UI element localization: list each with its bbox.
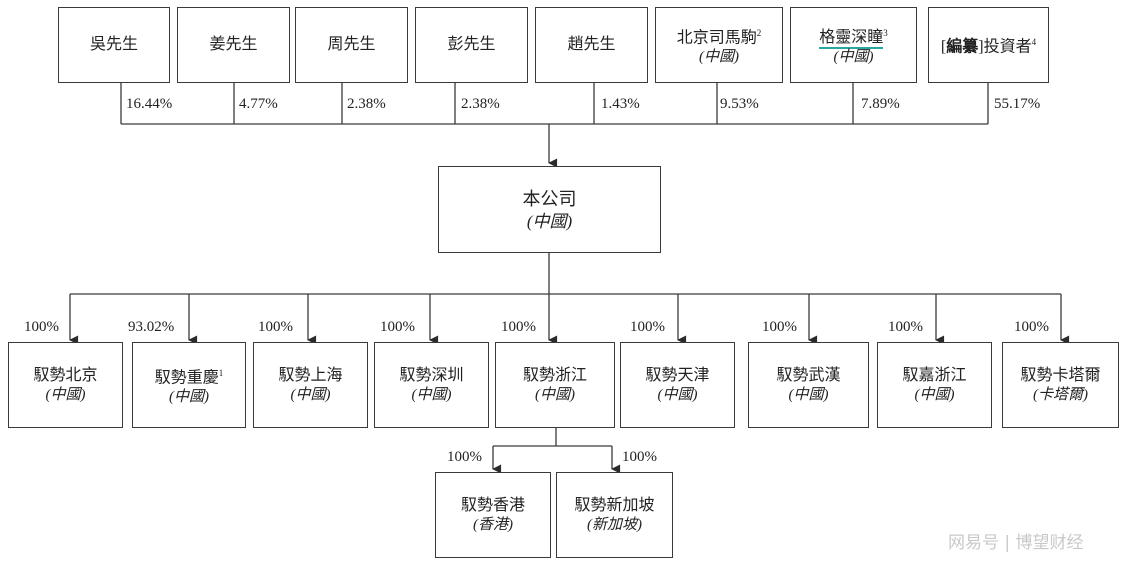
subsidiary-jurisdiction: (中國)	[411, 386, 452, 403]
subsidiary-box-chongqing: 馭勢重慶1 (中國)	[132, 342, 246, 428]
subsidiary-name: 馭嘉浙江	[902, 366, 967, 384]
subsidiary-jurisdiction: (中國)	[535, 386, 575, 403]
subsidiary-pct: 100%	[24, 319, 59, 335]
shareholding-pct: 55.17%	[994, 96, 1041, 112]
subsidiary-name: 馭勢天津	[645, 366, 710, 384]
subsidiary-pct: 100%	[762, 319, 797, 335]
subsidiary-pct: 100%	[258, 319, 293, 335]
shareholder-name: 周先生	[327, 36, 376, 53]
subsidiary-name: 馭勢卡塔爾	[1020, 366, 1101, 384]
subsidiary-box-qatar: 馭勢卡塔爾 (卡塔爾)	[1002, 342, 1119, 428]
subsidiary-box-beijing: 馭勢北京 (中國)	[8, 342, 123, 428]
shareholding-pct: 2.38%	[461, 96, 500, 112]
subsidiary-pct: 100%	[630, 319, 665, 335]
subsidiary-jurisdiction: (中國)	[788, 386, 829, 403]
shareholder-name: 格靈深瞳3	[819, 23, 888, 50]
subsidiary-pct: 100%	[380, 319, 415, 335]
sub-subsidiary-name: 馭勢香港	[460, 496, 525, 514]
shareholder-box-wu: 吳先生	[58, 7, 170, 83]
shareholding-pct: 4.77%	[239, 96, 278, 112]
sub-subsidiary-box-singapore: 馭勢新加坡 (新加坡)	[556, 472, 673, 558]
sub-subsidiary-jurisdiction: (新加坡)	[587, 516, 642, 533]
shareholder-box-investors: [編纂]投資者4	[928, 7, 1049, 83]
shareholding-pct: 9.53%	[720, 96, 759, 112]
shareholder-box-beijing-simaju: 北京司馬駒2 (中國)	[655, 7, 783, 83]
shareholder-name: 姜先生	[209, 36, 258, 53]
subsidiary-box-zhejiang: 馭勢浙江 (中國)	[495, 342, 615, 428]
subsidiary-jurisdiction: (中國)	[914, 386, 955, 403]
subsidiary-jurisdiction: (中國)	[169, 389, 209, 406]
subsidiary-pct: 100%	[501, 319, 536, 335]
company-jurisdiction: (中國)	[526, 211, 573, 231]
subsidiary-box-tianjin: 馭勢天津 (中國)	[620, 342, 735, 428]
subsidiary-jurisdiction: (卡塔爾)	[1033, 386, 1088, 403]
company-name: 本公司	[522, 188, 577, 209]
sub-subsidiary-name: 馭勢新加坡	[574, 496, 655, 514]
shareholding-pct: 16.44%	[126, 96, 173, 112]
sub-subsidiary-box-hongkong: 馭勢香港 (香港)	[435, 472, 551, 558]
shareholder-name: 彭先生	[447, 36, 496, 53]
shareholder-box-zhou: 周先生	[295, 7, 408, 83]
watermark: 网易号 | 博望财经	[948, 533, 1084, 553]
shareholding-pct: 1.43%	[601, 96, 640, 112]
shareholder-box-jiang: 姜先生	[177, 7, 290, 83]
subsidiary-pct: 93.02%	[128, 319, 175, 335]
shareholder-jurisdiction: (中國)	[833, 49, 874, 66]
subsidiary-name: 馭勢浙江	[522, 366, 587, 384]
subsidiary-box-shenzhen: 馭勢深圳 (中國)	[374, 342, 489, 428]
shareholder-box-zhao: 趙先生	[535, 7, 648, 83]
sub-subsidiary-pct: 100%	[447, 449, 482, 465]
subsidiary-box-wuhan: 馭勢武漢 (中國)	[748, 342, 869, 428]
subsidiary-name: 馭勢北京	[33, 366, 98, 384]
subsidiary-box-shanghai: 馭勢上海 (中國)	[253, 342, 368, 428]
subsidiary-pct: 100%	[1014, 319, 1049, 335]
subsidiary-jurisdiction: (中國)	[657, 386, 698, 403]
shareholder-name: 趙先生	[567, 36, 616, 53]
shareholding-pct: 7.89%	[861, 96, 900, 112]
sub-subsidiary-jurisdiction: (香港)	[473, 516, 513, 533]
shareholder-box-peng: 彭先生	[415, 7, 528, 83]
subsidiary-jurisdiction: (中國)	[290, 386, 331, 403]
shareholder-name: 北京司馬駒2	[676, 27, 762, 47]
shareholder-name: [編纂]投資者4	[940, 37, 1037, 56]
subsidiary-name: 馭勢重慶1	[154, 367, 224, 387]
subsidiary-pct: 100%	[888, 319, 923, 335]
company-box: 本公司 (中國)	[438, 166, 661, 253]
subsidiary-name: 馭勢深圳	[399, 366, 464, 384]
shareholder-box-deepglint: 格靈深瞳3 (中國)	[790, 7, 917, 83]
subsidiary-jurisdiction: (中國)	[45, 386, 86, 403]
sub-subsidiary-pct: 100%	[622, 449, 657, 465]
subsidiary-name: 馭勢上海	[278, 366, 343, 384]
shareholder-name: 吳先生	[89, 36, 138, 53]
shareholding-pct: 2.38%	[347, 96, 386, 112]
subsidiary-name: 馭勢武漢	[776, 366, 841, 384]
shareholder-jurisdiction: (中國)	[699, 49, 739, 66]
subsidiary-box-yujia-zhejiang: 馭嘉浙江 (中國)	[877, 342, 992, 428]
